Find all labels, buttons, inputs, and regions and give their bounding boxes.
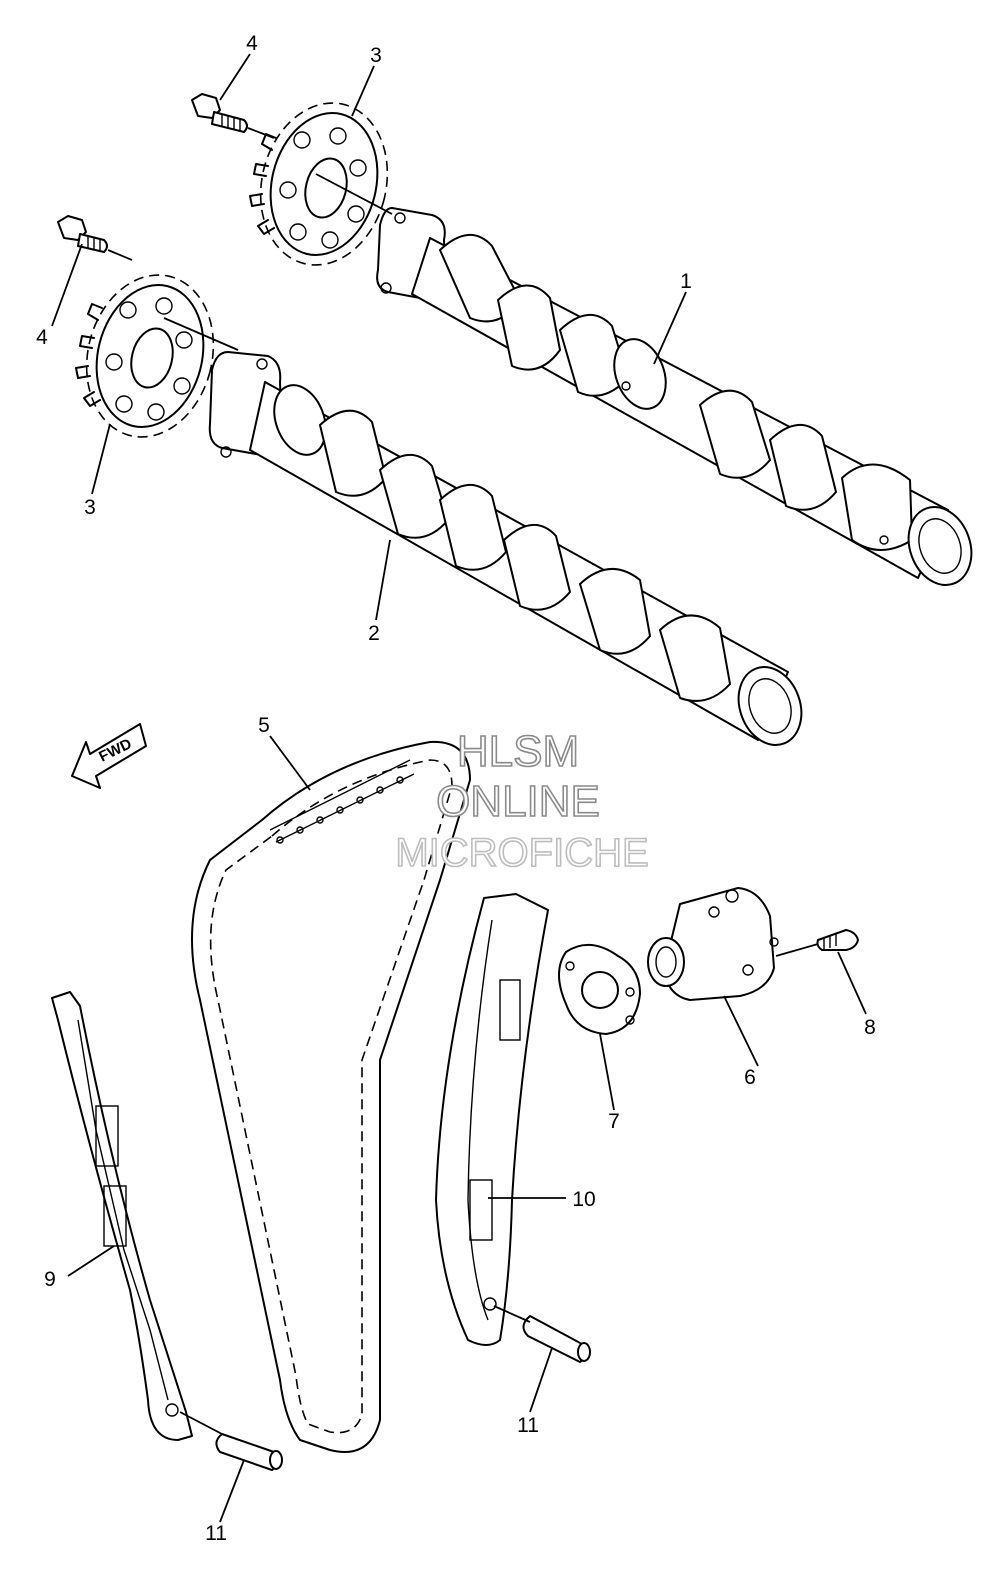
callout-numbers: 1 2 3 3 4 4 5 6 7 8 9 10 11 11	[36, 32, 876, 1545]
callout-9: 9	[44, 1268, 56, 1291]
tensioner-bolt	[775, 929, 859, 957]
callout-4-lower: 4	[36, 326, 48, 349]
callout-2: 2	[368, 622, 380, 645]
watermark-line-2: ONLINE	[436, 777, 600, 826]
watermark-line-1: HLSM	[457, 727, 579, 776]
callout-7: 7	[608, 1110, 620, 1133]
cam-chain	[191, 740, 471, 1453]
callout-8: 8	[864, 1016, 876, 1039]
tensioner-gasket	[558, 944, 641, 1035]
callout-1: 1	[680, 270, 692, 293]
callout-10: 10	[572, 1188, 595, 1211]
callout-4-upper: 4	[246, 32, 258, 55]
callout-6: 6	[744, 1066, 756, 1089]
fwd-arrow-icon: FWD	[71, 723, 147, 789]
watermark: HLSM ONLINE MICROFICHE	[395, 726, 650, 876]
camshaft-2	[208, 351, 803, 746]
callout-11-left: 11	[205, 1522, 227, 1545]
camshaft-1	[376, 207, 973, 586]
leader-lines	[51, 53, 867, 1523]
guide-pin-lower-left	[179, 1411, 283, 1471]
chain-guide-right	[435, 893, 549, 1346]
callout-3-lower: 3	[84, 496, 96, 519]
sprocket-bolt-lower	[57, 215, 133, 261]
guide-pin-lower-right	[493, 1305, 591, 1363]
watermark-line-3: MICROFICHE	[395, 831, 648, 875]
callout-5: 5	[258, 714, 270, 737]
chain-tensioner	[647, 887, 779, 1001]
chain-guide-left	[51, 991, 193, 1441]
cam-sprocket-upper	[249, 102, 393, 266]
cam-sprocket-lower	[75, 274, 239, 438]
callout-11-right: 11	[517, 1414, 539, 1437]
callout-3-upper: 3	[370, 44, 382, 67]
sprocket-bolt-upper	[191, 93, 275, 139]
